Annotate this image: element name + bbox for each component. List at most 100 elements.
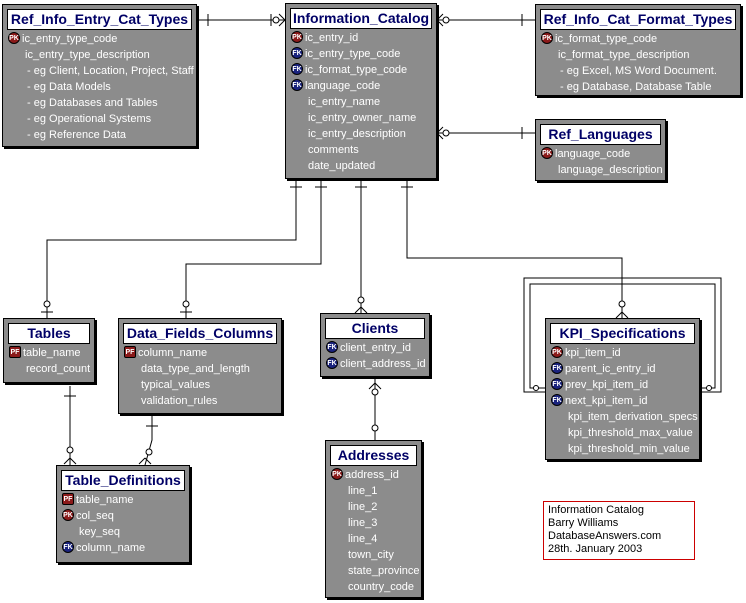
attribute-name: language_code xyxy=(555,148,631,160)
attribute-row[interactable]: country_code xyxy=(330,579,417,595)
attribute-row[interactable]: - eg Databases and Tables xyxy=(7,95,192,111)
attribute-name: table_name xyxy=(76,494,134,506)
attribute-row[interactable]: line_1 xyxy=(330,483,417,499)
attribute-row[interactable]: record_count xyxy=(8,361,90,377)
attribute-row[interactable]: state_province xyxy=(330,563,420,579)
attribute-row[interactable]: ic_entry_description xyxy=(290,126,432,142)
attribute-name: state_province xyxy=(348,565,420,577)
attribute-name: - eg Operational Systems xyxy=(27,113,152,125)
attribute-name: - eg Databases and Tables xyxy=(27,97,158,109)
attribute-row[interactable]: validation_rules xyxy=(123,393,277,409)
attribute-row[interactable]: - eg Operational Systems xyxy=(7,111,192,127)
attribute-row[interactable]: date_updated xyxy=(290,158,432,174)
attribute-name: line_4 xyxy=(348,533,378,545)
attribute-name: prev_kpi_item_id xyxy=(565,379,649,391)
attribute-row[interactable]: ic_entry_owner_name xyxy=(290,110,432,126)
attribute-name: ic_entry_type_description xyxy=(25,49,150,61)
fk-key-icon: FK xyxy=(291,47,303,59)
attribute-name: column_name xyxy=(138,347,208,359)
note-line: 28th. January 2003 xyxy=(548,543,643,555)
attribute-row[interactable]: key_seq xyxy=(61,524,185,540)
attribute-name: ic_entry_name xyxy=(308,96,381,108)
pk-key-icon: PK xyxy=(331,468,343,480)
attribute-row[interactable]: kpi_threshold_max_value xyxy=(550,425,695,441)
attribute-row[interactable]: data_type_and_length xyxy=(123,361,277,377)
attribute-row[interactable]: - eg Excel, MS Word Document. xyxy=(540,63,736,79)
attribute-name: table_name xyxy=(23,347,81,359)
attribute-name: line_1 xyxy=(348,485,378,497)
attribute-row[interactable]: line_2 xyxy=(330,499,417,515)
entity-title: Clients xyxy=(325,318,425,339)
attribute-name: address_id xyxy=(345,469,399,481)
attribute-name: - eg Reference Data xyxy=(27,129,127,141)
attribute-name: typical_values xyxy=(141,379,211,391)
attribute-row[interactable]: ic_format_type_description xyxy=(540,47,736,63)
attribute-row[interactable]: typical_values xyxy=(123,377,277,393)
attribute-name: language_code xyxy=(305,80,381,92)
attribute-row[interactable]: ic_entry_type_description xyxy=(7,47,192,63)
attribute-row[interactable]: line_3 xyxy=(330,515,417,531)
attribute-row[interactable]: - eg Client, Location, Project, Staff xyxy=(7,63,194,79)
attribute-name: - eg Excel, MS Word Document. xyxy=(560,65,717,77)
pk-key-icon: PK xyxy=(8,32,20,44)
note-line: Information Catalog xyxy=(548,504,644,516)
attribute-row[interactable]: town_city xyxy=(330,547,417,563)
attribute-name: kpi_threshold_max_value xyxy=(568,427,693,439)
attribute-row[interactable]: - eg Data Models xyxy=(7,79,192,95)
pf-key-icon: PF xyxy=(9,346,21,358)
attribute-name: ic_format_type_code xyxy=(555,33,658,45)
attribute-name: client_entry_id xyxy=(340,342,411,354)
attribute-row[interactable]: kpi_item_derivation_specs xyxy=(550,409,698,425)
attribute-name: ic_entry_type_code xyxy=(22,33,118,45)
attribute-row[interactable]: - eg Reference Data xyxy=(7,127,192,143)
attribute-name: client_address_id xyxy=(340,358,426,370)
attribute-row[interactable]: line_4 xyxy=(330,531,417,547)
fk-key-icon: FK xyxy=(551,378,563,390)
entity-title: Ref_Info_Entry_Cat_Types xyxy=(7,9,192,30)
fk-key-icon: FK xyxy=(551,362,563,374)
attribute-row[interactable]: ic_entry_name xyxy=(290,94,432,110)
attribute-name: data_type_and_length xyxy=(141,363,250,375)
attribute-name: - eg Data Models xyxy=(27,81,111,93)
pf-key-icon: PF xyxy=(62,493,74,505)
attribute-row[interactable]: kpi_threshold_min_value xyxy=(550,441,695,457)
attribute-name: ic_entry_owner_name xyxy=(308,112,417,124)
attribute-name: kpi_item_derivation_specs xyxy=(568,411,698,423)
attribute-row[interactable]: - eg Database, Database Table xyxy=(540,79,736,95)
attribute-name: - eg Client, Location, Project, Staff xyxy=(27,65,194,77)
attribute-name: ic_entry_id xyxy=(305,32,359,44)
attribute-row[interactable]: language_description xyxy=(540,162,663,178)
attribute-name: language_description xyxy=(558,164,663,176)
attribute-name: col_seq xyxy=(76,510,114,522)
attribute-row[interactable]: comments xyxy=(290,142,432,158)
